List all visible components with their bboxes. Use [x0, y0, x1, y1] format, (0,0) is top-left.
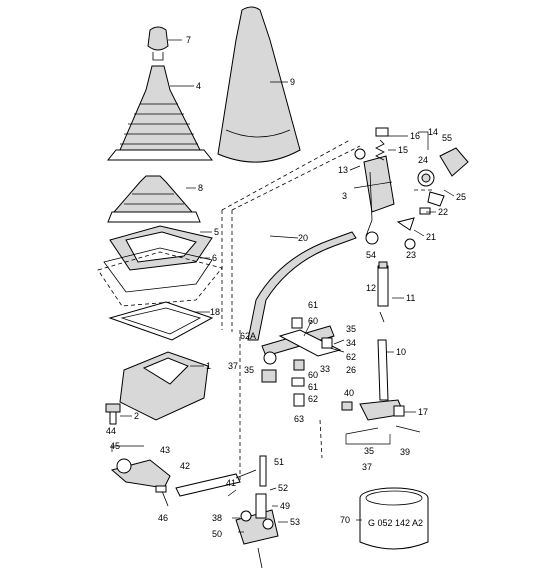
- bolt-22: [419, 207, 431, 215]
- callout-38: 38: [212, 513, 222, 523]
- callout-35-right: 35: [346, 324, 356, 334]
- callout-62-right: 62: [346, 352, 356, 362]
- callout-6: 6: [212, 253, 217, 263]
- ring-70: [359, 487, 429, 550]
- frame-seal: [97, 247, 223, 307]
- selector-shaft: [175, 469, 257, 497]
- shift-housing: [119, 351, 209, 421]
- callout-7: 7: [186, 35, 191, 45]
- spring: [375, 127, 389, 161]
- callout-9: 9: [290, 77, 295, 87]
- callout-46: 46: [158, 513, 168, 523]
- shift-rod: [247, 231, 357, 341]
- washer-23: [404, 238, 416, 250]
- callout-26: 26: [346, 365, 356, 375]
- callout-2: 2: [134, 411, 139, 421]
- callout-10: 10: [396, 347, 406, 357]
- callout-5: 5: [214, 227, 219, 237]
- callout-11: 11: [406, 293, 415, 303]
- callout-43: 43: [160, 445, 170, 455]
- housing-bolt: [105, 403, 121, 425]
- callout-35-left: 35: [244, 365, 254, 375]
- bush-55: [439, 147, 469, 177]
- selector-rod-upper: [377, 261, 389, 307]
- callout-62A: 62A: [240, 331, 256, 341]
- lower-bracket: [235, 455, 279, 569]
- callout-20: 20: [298, 233, 308, 243]
- relay-lever: [354, 148, 395, 245]
- callout-8: 8: [198, 183, 203, 193]
- callout-4: 4: [196, 81, 201, 91]
- clip-25: [427, 191, 445, 207]
- crossbar: [261, 325, 342, 357]
- lower-lever: [345, 399, 421, 435]
- bushing-stack-center: [291, 317, 305, 407]
- callout-3: 3: [342, 191, 347, 201]
- bolt-40: [341, 401, 353, 411]
- callout-25: 25: [456, 192, 466, 202]
- callout-13: 13: [338, 165, 348, 175]
- callout-34: 34: [346, 338, 356, 348]
- callout-70: 70: [340, 515, 350, 525]
- callout-16: 16: [410, 131, 420, 141]
- callout-52: 52: [278, 483, 288, 493]
- callout-51: 51: [274, 457, 284, 467]
- callout-62-mid: 62: [308, 394, 318, 404]
- callout-41: 41: [226, 478, 236, 488]
- inner-boot: [107, 175, 201, 223]
- shift-knob: [147, 26, 169, 61]
- pin-12: [379, 311, 385, 323]
- gear-boot-leather: [217, 6, 301, 163]
- callout-49: 49: [280, 501, 290, 511]
- callout-55: 55: [442, 133, 452, 143]
- clip-21: [396, 217, 415, 231]
- callout-39: 39: [400, 447, 410, 457]
- callout-labels: 7 4 9 8 5 6 18 1 2 3 13 14 16 15 55 24 2…: [106, 35, 466, 539]
- callout-12: 12: [366, 283, 376, 293]
- bushing-stack-right: [321, 337, 333, 349]
- callout-14: 14: [428, 127, 438, 137]
- callout-1: 1: [206, 361, 211, 371]
- callout-45: 45: [110, 441, 120, 451]
- callout-42: 42: [180, 461, 190, 471]
- callout-61-top: 61: [308, 300, 318, 310]
- callout-15: 15: [398, 145, 408, 155]
- callout-50: 50: [212, 529, 222, 539]
- reference-lines: [221, 139, 432, 480]
- bushing-stack-left: [261, 351, 277, 383]
- callout-18: 18: [210, 307, 220, 317]
- linkage-lever: [110, 458, 171, 489]
- callout-24: 24: [418, 155, 428, 165]
- bolt-46: [155, 485, 169, 507]
- callout-60-top: 60: [308, 316, 318, 326]
- callout-53: 53: [290, 517, 300, 527]
- callout-35-lower: 35: [364, 446, 374, 456]
- callout-44: 44: [106, 426, 116, 436]
- callout-21: 21: [426, 232, 436, 242]
- callout-17: 17: [418, 407, 428, 417]
- callout-61-mid: 61: [308, 382, 318, 392]
- part-code-label: G 052 142 A2: [368, 518, 423, 528]
- callout-54: 54: [366, 250, 376, 260]
- callout-60-mid: 60: [308, 370, 318, 380]
- callout-22: 22: [438, 207, 448, 217]
- callout-63: 63: [294, 414, 304, 424]
- gasket: [108, 301, 214, 341]
- gear-boot-upper: [106, 65, 214, 161]
- callout-23: 23: [406, 250, 416, 260]
- callout-37-left: 37: [228, 361, 238, 371]
- leader-lines: [111, 39, 455, 533]
- selector-rod-lower: [377, 339, 389, 401]
- bush-24: [417, 169, 435, 187]
- callout-40: 40: [344, 388, 354, 398]
- callout-37-lower: 37: [362, 462, 372, 472]
- callout-33: 33: [320, 364, 330, 374]
